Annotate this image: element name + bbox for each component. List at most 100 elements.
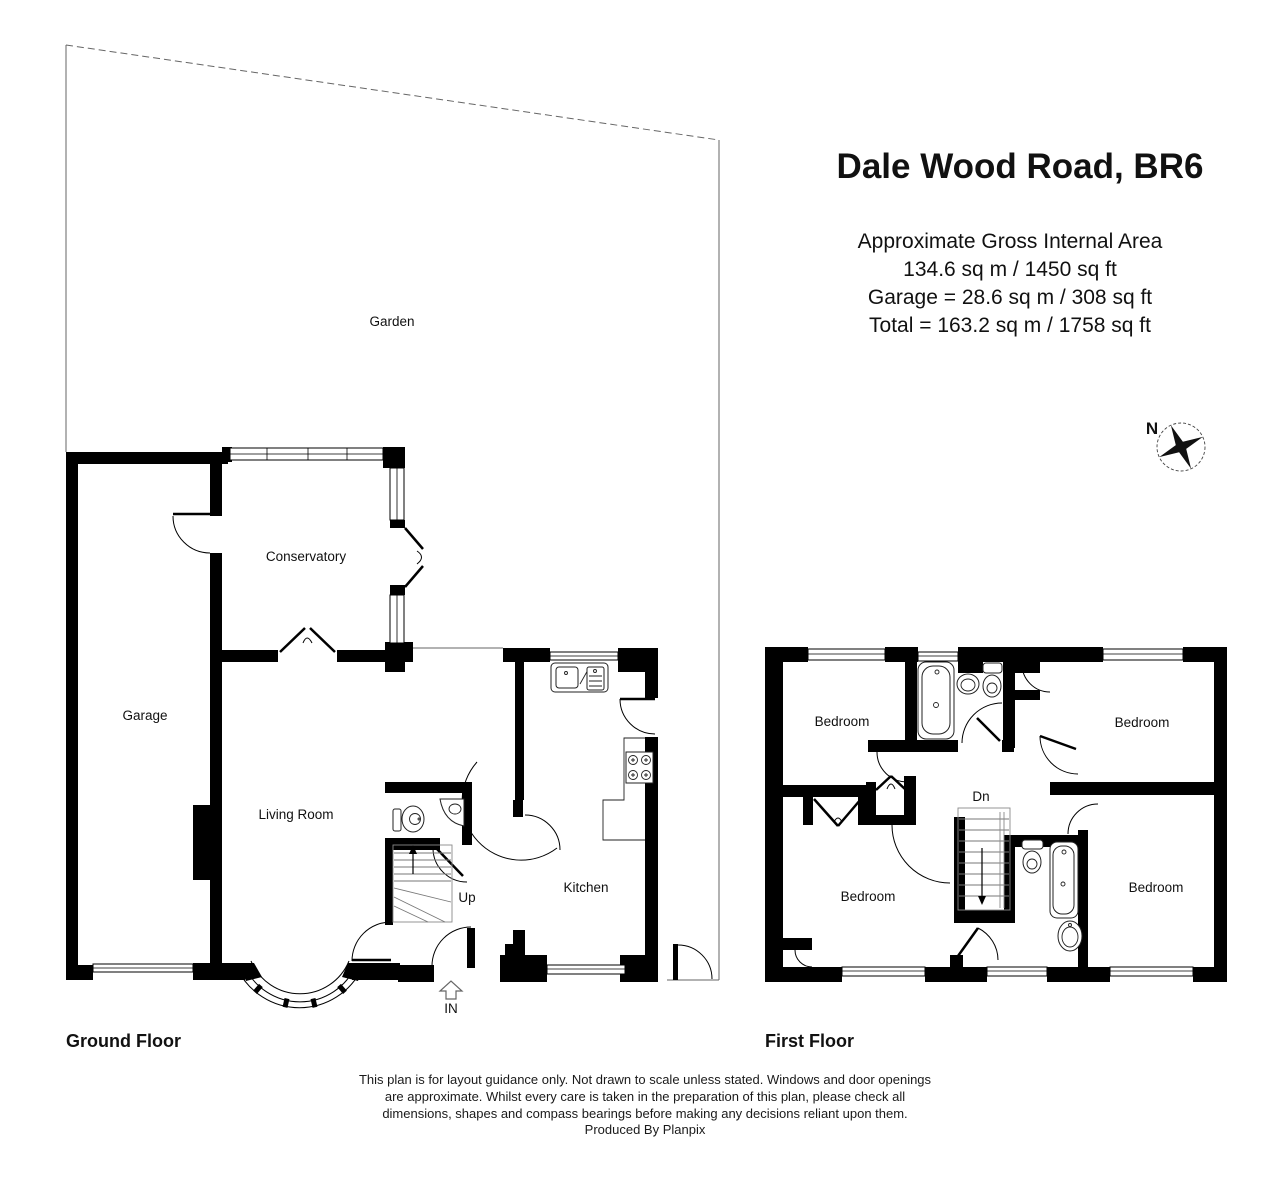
- garage-door: [92, 963, 194, 973]
- basin-corner: [439, 798, 465, 827]
- window-frame: [546, 964, 626, 975]
- ground-floor-walls: [66, 447, 678, 982]
- stair-treads: [959, 818, 1009, 897]
- window-frame: [1102, 648, 1184, 661]
- door-swing-arcs: [794, 663, 1099, 968]
- hob-burner: [628, 755, 638, 765]
- basin-inner: [1061, 926, 1079, 948]
- sink-bowl: [555, 666, 579, 689]
- stairs-up-label: Up: [458, 890, 475, 905]
- ensuite-bath: [1049, 841, 1079, 919]
- area-line-3: Garage = 28.6 sq m / 308 sq ft: [868, 286, 1152, 309]
- ff-window-top-left: [807, 648, 886, 661]
- first-floor-doors: [794, 663, 1099, 968]
- first-floor-title: First Floor: [765, 1031, 854, 1051]
- stair-outline: [957, 807, 1011, 911]
- ff-window-bathroom: [917, 651, 959, 662]
- bay-window: [236, 960, 363, 1009]
- disclaimer-line-2: are approximate. Whilst every care is ta…: [385, 1089, 905, 1104]
- room-label-kitchen: Kitchen: [563, 880, 608, 895]
- basin-faucet: [1068, 923, 1072, 927]
- ff-window-bottom-middle: [986, 966, 1048, 977]
- conservatory-top-window: [229, 447, 384, 461]
- compass-circle: [1156, 422, 1206, 472]
- toilet-bowl-inner: [409, 813, 421, 825]
- disclaimer-line-1: This plan is for layout guidance only. N…: [359, 1072, 932, 1087]
- wc-toilet: [392, 805, 425, 833]
- room-label-living-room: Living Room: [258, 807, 333, 822]
- window-frame: [841, 966, 926, 977]
- toilet-bowl-inner: [1026, 858, 1038, 870]
- door-swing-arcs: [172, 515, 713, 980]
- ff-window-bottom-left: [841, 966, 926, 977]
- bay-window-wedge-left: [238, 963, 262, 981]
- area-line-4: Total = 163.2 sq m / 1758 sq ft: [869, 314, 1151, 337]
- window-frame: [807, 648, 886, 661]
- room-label-conservatory: Conservatory: [266, 549, 347, 564]
- bay-window-glass: [236, 960, 363, 1009]
- hob-burner: [628, 770, 638, 780]
- sink-drainer-lines: [589, 675, 602, 687]
- page-title: Dale Wood Road, BR6: [837, 147, 1204, 186]
- wc-basin: [439, 798, 465, 827]
- window-frame: [986, 966, 1048, 977]
- bathroom-basin: [956, 673, 980, 695]
- entrance-in-label: IN: [444, 1001, 458, 1016]
- bath-faucet: [1061, 849, 1067, 855]
- first-floor-plan: [765, 647, 1227, 982]
- bath-drain: [933, 702, 939, 708]
- toilet-bowl: [401, 805, 425, 833]
- room-label-garage: Garage: [122, 708, 167, 723]
- room-label-bedroom-top-left: Bedroom: [815, 714, 870, 729]
- room-label-bedroom-top-right: Bedroom: [1115, 715, 1170, 730]
- area-line-1: Approximate Gross Internal Area: [858, 230, 1163, 253]
- ff-window-bottom-right: [1109, 966, 1194, 977]
- room-label-garden: Garden: [369, 314, 414, 329]
- sink-drainer: [586, 666, 605, 691]
- basin-bowl: [448, 803, 462, 815]
- ensuite-basin: [1057, 920, 1083, 952]
- ensuite-toilet: [1021, 839, 1044, 874]
- stair-outline: [392, 844, 453, 923]
- first-floor-walls: [765, 647, 1227, 982]
- toilet-bowl: [1022, 850, 1042, 874]
- sink-drain: [564, 671, 568, 675]
- ground-floor-title: Ground Floor: [66, 1031, 181, 1051]
- kitchen-counter: [602, 737, 645, 841]
- ground-floor-doors: [172, 512, 713, 980]
- room-label-bedroom-bottom-right: Bedroom: [1129, 880, 1184, 895]
- sink-drainer-dot: [593, 669, 597, 673]
- staircase-down: [957, 807, 1011, 911]
- hob-burner: [641, 770, 651, 780]
- toilet-cistern: [392, 808, 402, 832]
- bathroom-bath: [917, 661, 955, 740]
- stair-arrowhead: [978, 896, 986, 905]
- conservatory-right-window-lower: [389, 594, 405, 644]
- kitchen-sink: [550, 662, 609, 693]
- stair-treads: [393, 852, 452, 923]
- staircase-up: [392, 844, 453, 923]
- in-arrow-icon: [438, 980, 464, 1000]
- producer-credit: Produced By Planpix: [585, 1122, 706, 1137]
- hob-burner: [641, 755, 651, 765]
- stair-rail: [999, 812, 1005, 908]
- conservatory-right-window-upper: [389, 467, 405, 521]
- window-frame: [1109, 966, 1194, 977]
- kitchen-bottom-window: [546, 964, 626, 975]
- door-leaves: [173, 512, 655, 962]
- area-line-2: 134.6 sq m / 1450 sq ft: [903, 258, 1117, 281]
- window-frame: [917, 651, 959, 662]
- bath-drain: [1060, 881, 1066, 887]
- stairs-dn-label: Dn: [972, 789, 989, 804]
- compass-north-label: N: [1146, 419, 1158, 438]
- hob-burner-marks: [631, 758, 648, 777]
- bay-window-mullions: [253, 983, 347, 1008]
- garden-boundary-diagonal: [65, 44, 720, 141]
- bath-inner: [1052, 845, 1075, 915]
- stair-arrowhead: [409, 845, 417, 854]
- ff-window-top-right: [1102, 648, 1184, 661]
- bath-faucet: [934, 669, 940, 675]
- window-glazing: [230, 448, 383, 460]
- ground-floor-plan: [66, 447, 713, 1009]
